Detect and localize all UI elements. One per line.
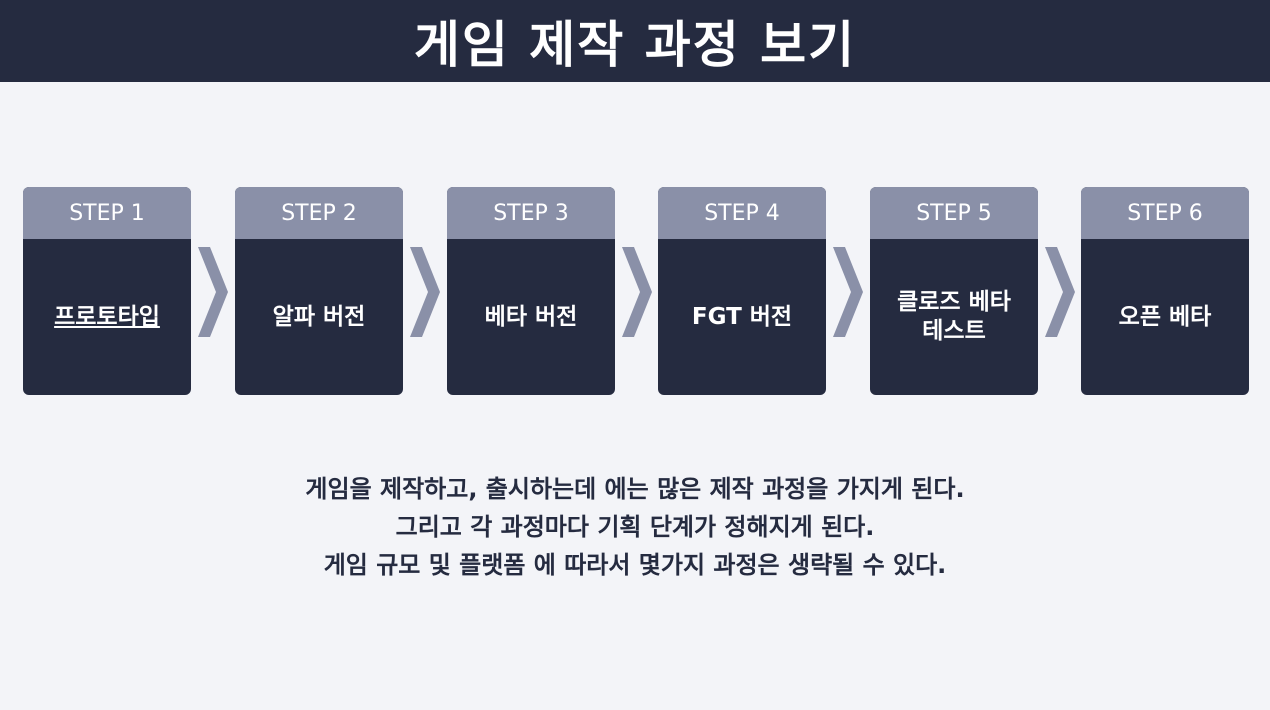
step-card-6: STEP 6 오픈 베타 <box>1081 187 1249 395</box>
step-card-4: STEP 4 FGT 버전 <box>658 187 826 395</box>
description: 게임을 제작하고, 출시하는데 에는 많은 제작 과정을 가지게 된다. 그리고… <box>0 470 1270 584</box>
title-bar: 게임 제작 과정 보기 <box>0 0 1270 82</box>
chevron-right-icon <box>833 247 863 337</box>
step-name-line2: 테스트 <box>922 318 986 344</box>
chevron-right-icon <box>198 247 228 337</box>
step-name: 오픈 베타 <box>1118 303 1212 330</box>
step-card-3: STEP 3 베타 버전 <box>447 187 615 395</box>
step-label: STEP 2 <box>235 187 403 239</box>
step-label: STEP 5 <box>870 187 1038 239</box>
step-name: 베타 버전 <box>484 303 578 330</box>
chevron-right-icon <box>1045 247 1075 337</box>
description-line: 그리고 각 과정마다 기획 단계가 정해지게 된다. <box>395 513 875 541</box>
description-line: 게임을 제작하고, 출시하는데 에는 많은 제작 과정을 가지게 된다. <box>305 475 965 503</box>
step-card-1: STEP 1 프로토타입 <box>23 187 191 395</box>
description-line: 게임 규모 및 플랫폼 에 따라서 몇가지 과정은 생략될 수 있다. <box>323 551 947 579</box>
step-name: FGT 버전 <box>691 303 793 330</box>
step-label: STEP 4 <box>658 187 826 239</box>
step-label: STEP 6 <box>1081 187 1249 239</box>
step-name: 알파 버전 <box>272 303 366 330</box>
page-title: 게임 제작 과정 보기 <box>413 16 857 74</box>
step-label: STEP 1 <box>23 187 191 239</box>
step-name: 프로토타입 <box>54 303 160 330</box>
chevron-right-icon <box>622 247 652 337</box>
step-name-line1: 클로즈 베타 <box>897 289 1011 315</box>
step-label: STEP 3 <box>447 187 615 239</box>
step-card-2: STEP 2 알파 버전 <box>235 187 403 395</box>
chevron-right-icon <box>410 247 440 337</box>
